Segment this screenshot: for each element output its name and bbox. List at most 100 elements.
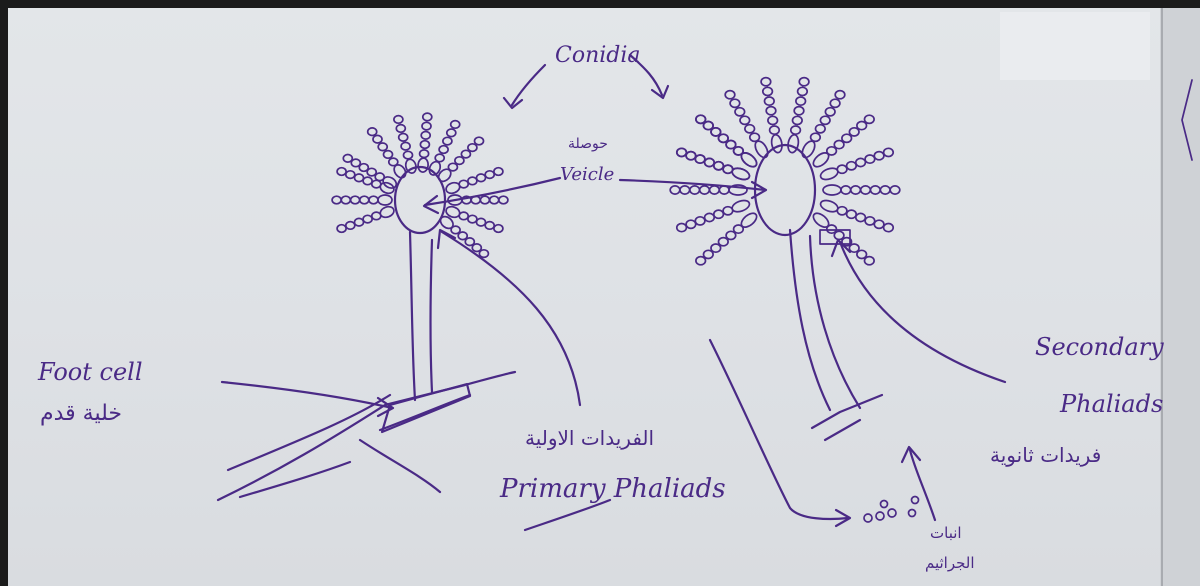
- left-frame: [0, 0, 8, 586]
- conidium: [857, 250, 867, 258]
- conidium: [726, 141, 736, 149]
- conidium: [686, 152, 696, 160]
- conidium: [796, 97, 806, 105]
- label-spores-ar-1: انبات: [930, 524, 962, 542]
- conidium: [847, 162, 857, 170]
- conidium: [420, 150, 429, 158]
- foot-cell-arrow: [222, 382, 392, 408]
- conidium: [396, 125, 405, 133]
- phialide: [819, 166, 839, 182]
- conidium: [485, 222, 494, 230]
- conidium: [874, 152, 884, 160]
- conidium: [337, 168, 346, 176]
- label-foot-cell-ar: خلية قدم: [40, 401, 122, 426]
- left-hypha-top2: [228, 395, 390, 470]
- conidium: [770, 126, 780, 134]
- conidium: [475, 137, 484, 145]
- conidium: [439, 146, 448, 154]
- conidium: [851, 186, 861, 194]
- spores-arrow: [710, 340, 848, 519]
- conidium: [711, 128, 721, 136]
- conidium: [793, 116, 803, 124]
- right-conidiophore: [670, 78, 900, 440]
- conidium: [459, 212, 468, 220]
- conidium: [695, 217, 705, 225]
- conidium: [890, 186, 900, 194]
- primary-arrow: [442, 232, 580, 405]
- conidium: [686, 220, 696, 228]
- left-hypha-branch: [360, 440, 440, 492]
- conidium: [734, 147, 744, 155]
- conidium: [372, 180, 381, 188]
- conidium: [373, 135, 382, 143]
- conidium: [389, 158, 398, 166]
- conidium: [880, 186, 890, 194]
- conidium: [443, 137, 452, 145]
- conidium: [865, 115, 875, 123]
- conidium: [399, 134, 408, 142]
- conidium: [726, 231, 736, 239]
- conidium: [835, 91, 845, 99]
- conidium: [360, 196, 369, 204]
- conidium: [404, 151, 413, 159]
- phialide: [787, 134, 800, 153]
- conidium: [351, 196, 360, 204]
- conidium: [825, 108, 835, 116]
- conidium: [865, 217, 875, 225]
- phialide: [819, 198, 839, 214]
- conidium: [799, 78, 809, 86]
- left-hypha-top: [218, 372, 515, 500]
- conidium: [670, 186, 680, 194]
- conidium: [734, 225, 744, 233]
- label-secondary-en-2: Phaliads: [1059, 390, 1163, 418]
- conidium: [695, 155, 705, 163]
- conidium: [490, 196, 499, 204]
- conidium: [422, 122, 431, 130]
- conidium: [865, 257, 875, 265]
- conidium: [725, 91, 735, 99]
- conidium: [714, 162, 724, 170]
- conidium: [677, 224, 687, 232]
- left-conidiophore: [218, 113, 515, 500]
- conidium: [363, 177, 372, 185]
- conidium: [750, 133, 760, 141]
- conidium: [745, 125, 755, 133]
- conidium: [871, 186, 881, 194]
- conidium: [705, 158, 715, 166]
- conidia-arrow-left: [512, 65, 545, 105]
- conidium: [477, 174, 486, 182]
- conidium: [421, 132, 430, 140]
- secondary-arrowhead: [832, 240, 850, 256]
- conidium: [494, 168, 503, 176]
- phialide: [418, 158, 429, 173]
- conidium: [343, 155, 352, 163]
- conidium: [372, 212, 381, 220]
- phialide: [378, 195, 392, 205]
- conidium: [847, 210, 857, 218]
- conidium: [468, 215, 477, 223]
- conidium: [378, 143, 387, 151]
- conidium: [455, 157, 464, 165]
- vesicle-arrow-right: [620, 180, 765, 190]
- conidium: [711, 244, 721, 252]
- conidium: [884, 148, 894, 156]
- conidium: [468, 177, 477, 185]
- conidium: [494, 225, 503, 233]
- phialide: [823, 185, 841, 195]
- conidium: [766, 107, 776, 115]
- conidium: [820, 116, 830, 124]
- conidium: [849, 244, 859, 252]
- conidium: [705, 213, 715, 221]
- conidium: [355, 218, 364, 226]
- left-stipe-left: [410, 232, 415, 400]
- conidium: [798, 87, 808, 95]
- right-base-hypha2: [825, 420, 860, 440]
- conidium: [827, 147, 837, 155]
- left-stipe-right: [431, 240, 433, 392]
- conidium: [700, 186, 710, 194]
- conidium: [451, 121, 460, 129]
- conidium: [696, 115, 706, 123]
- glare-patch: [1000, 12, 1150, 80]
- conidium: [468, 144, 477, 152]
